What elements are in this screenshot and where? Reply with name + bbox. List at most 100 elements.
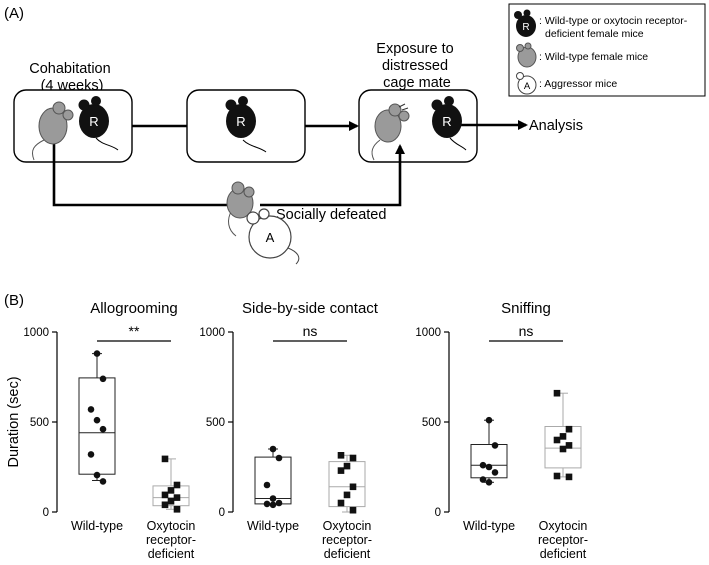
category-label: Wild-type	[247, 519, 299, 533]
y-tick-label: 0	[43, 507, 49, 519]
legend-marker: A	[524, 81, 531, 92]
data-point	[349, 483, 357, 491]
data-point	[161, 455, 169, 463]
y-tick-label: 500	[206, 417, 225, 429]
black-mouse-icon: R	[225, 96, 267, 153]
box-body	[328, 461, 366, 508]
data-point	[269, 495, 277, 502]
black-mouse-icon: R	[78, 96, 119, 151]
exposure-line-3: cage mate	[383, 75, 451, 91]
data-point	[553, 436, 561, 444]
data-point	[343, 491, 351, 499]
cohabitation-caption: Cohabitation (4 weeks)	[29, 61, 114, 94]
box-oxytocin-receptor-deficient	[544, 389, 582, 481]
plot-title: Side-by-side contact	[242, 300, 379, 317]
data-point	[269, 445, 277, 453]
cohabitation-line-1: Cohabitation	[29, 61, 110, 77]
category-label: Wild-type	[71, 519, 123, 533]
data-point	[173, 481, 181, 489]
gray-mouse-icon	[516, 42, 537, 68]
data-point	[485, 416, 493, 424]
data-point	[565, 425, 573, 433]
box-wildtype	[254, 445, 292, 509]
plot-title: Sniffing	[501, 300, 551, 317]
data-point	[559, 433, 567, 440]
category-label-line: deficient	[324, 547, 371, 561]
data-point	[479, 461, 487, 469]
exposure-line-2: distressed	[382, 58, 448, 74]
aggressor-marker: A	[266, 230, 275, 245]
data-point	[87, 451, 95, 458]
data-point	[337, 452, 345, 459]
category-label-line: Wild-type	[463, 519, 515, 533]
resident-marker: R	[236, 114, 245, 129]
panel-b: (B) Duration (sec) Allogrooming05001000*…	[4, 292, 588, 561]
data-point	[491, 469, 499, 476]
legend-entry: : Aggressor mice	[539, 78, 617, 90]
legend: R : Wild-type or oxytocin receptor- defi…	[508, 3, 706, 97]
box-wildtype	[78, 350, 116, 485]
box-oxytocin-receptor-deficient	[328, 452, 366, 514]
category-label-line: deficient	[540, 547, 587, 561]
resident-marker: R	[89, 114, 98, 129]
legend-entry: : Wild-type female mice	[539, 51, 648, 63]
category-label-line: Oxytocin	[323, 519, 372, 533]
box-body	[78, 377, 116, 475]
category-label-line: Oxytocin	[539, 519, 588, 533]
y-tick-label: 500	[30, 417, 49, 429]
data-point	[173, 506, 181, 513]
data-point	[479, 476, 487, 483]
data-point	[99, 478, 107, 485]
data-point	[485, 463, 493, 471]
data-point	[93, 471, 101, 479]
plot-title: Allogrooming	[90, 300, 178, 317]
data-point	[337, 499, 345, 507]
box-wildtype	[470, 416, 508, 486]
data-point	[99, 375, 107, 383]
y-axis-label: Duration (sec)	[6, 376, 22, 467]
exposure-line-1: Exposure to	[376, 41, 453, 57]
y-tick-label: 1000	[199, 327, 225, 339]
category-label-line: Wild-type	[247, 519, 299, 533]
y-tick-label: 1000	[415, 327, 441, 339]
significance-label: ns	[303, 323, 318, 339]
data-point	[349, 454, 357, 462]
data-point	[349, 506, 357, 514]
category-label-line: receptor-	[146, 533, 196, 547]
data-point	[167, 487, 175, 494]
defeat-path-out	[52, 140, 228, 207]
data-point	[263, 481, 271, 489]
category-label-line: receptor-	[322, 533, 372, 547]
data-point	[491, 442, 499, 449]
significance-label: ns	[519, 323, 534, 339]
y-tick-label: 0	[435, 507, 441, 519]
category-label: Wild-type	[463, 519, 515, 533]
black-mouse-icon: R	[431, 96, 467, 151]
black-mouse-icon: R	[514, 9, 536, 37]
legend-marker: R	[522, 22, 529, 33]
category-label-line: Wild-type	[71, 519, 123, 533]
defeated-label: Socially defeated	[276, 207, 386, 223]
category-label-line: deficient	[148, 547, 195, 561]
legend-entry: : Wild-type or oxytocin receptor- defici…	[539, 15, 690, 40]
data-point	[87, 406, 95, 413]
data-point	[485, 479, 493, 486]
y-tick-label: 500	[422, 417, 441, 429]
cage-cohabitation	[13, 89, 133, 163]
resident-marker: R	[442, 114, 451, 129]
box-body	[470, 444, 508, 479]
category-label-line: receptor-	[538, 533, 588, 547]
panel-b-label: (B)	[4, 292, 24, 309]
exposure-caption: Exposure to distressed cage mate	[376, 41, 457, 91]
data-point	[565, 442, 573, 449]
data-point	[275, 454, 283, 462]
data-point	[161, 491, 169, 499]
gray-mouse-icon	[371, 103, 410, 161]
